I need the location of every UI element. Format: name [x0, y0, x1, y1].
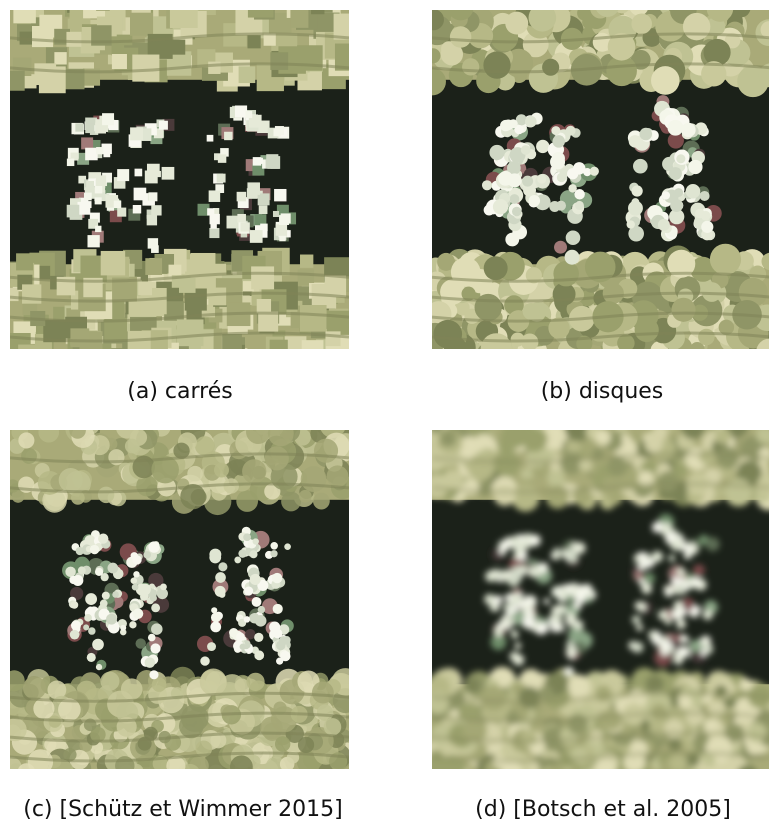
squares-render [10, 10, 349, 349]
caption-d: (d) [Botsch et al. 2005] [475, 797, 731, 822]
panel-d-botsch-image [432, 430, 769, 769]
panel-a-squares-image [10, 10, 349, 349]
panel-b-disks-image [432, 10, 769, 349]
caption-b: (b) disques [540, 379, 664, 404]
caption-c: (c) [Schütz et Wimmer 2015] [23, 797, 343, 822]
disks-render [432, 10, 769, 349]
blurred-render [432, 430, 769, 769]
caption-a: (a) carrés [127, 379, 233, 404]
panel-c-schutz-wimmer-image [10, 430, 349, 769]
splat-render [10, 430, 349, 769]
